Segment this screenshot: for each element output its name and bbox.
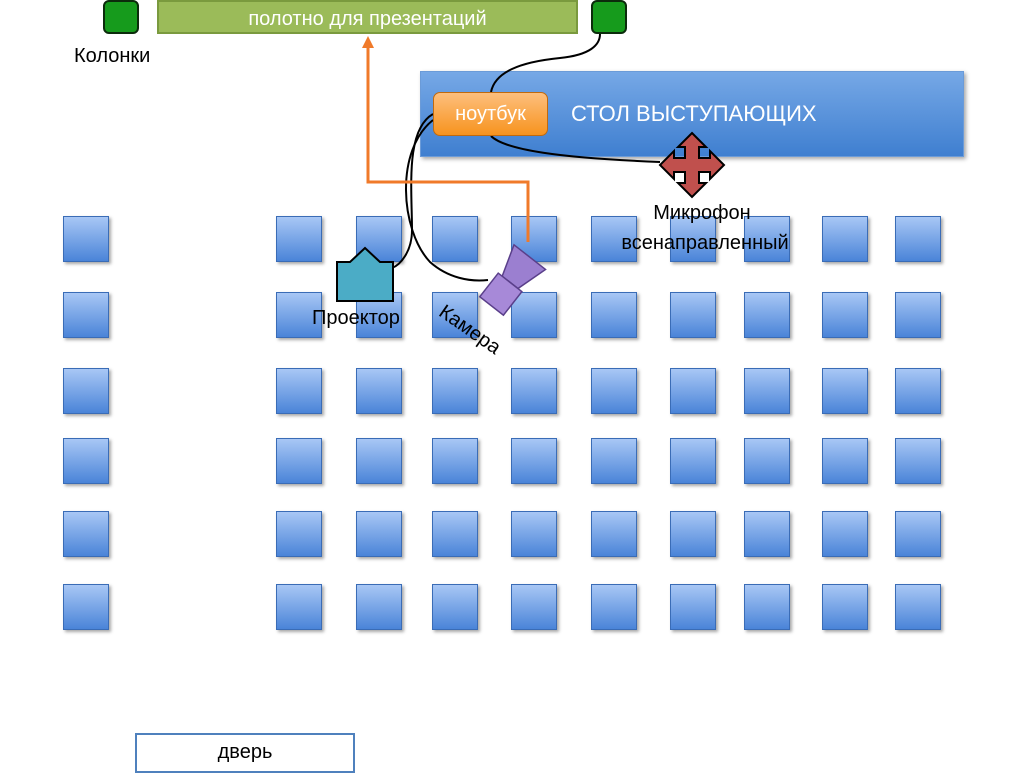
- seat: [356, 368, 402, 414]
- presentation-screen: полотно для презентаций: [157, 0, 578, 34]
- seat: [895, 511, 941, 557]
- seat: [670, 292, 716, 338]
- seat: [63, 584, 109, 630]
- seat: [511, 511, 557, 557]
- seat: [822, 216, 868, 262]
- seat: [822, 292, 868, 338]
- seat: [591, 438, 637, 484]
- seat: [895, 292, 941, 338]
- seat: [432, 368, 478, 414]
- seat: [822, 584, 868, 630]
- seat: [895, 368, 941, 414]
- seat: [591, 584, 637, 630]
- seat: [432, 292, 478, 338]
- seat: [744, 368, 790, 414]
- seat: [63, 438, 109, 484]
- laptop: ноутбук: [433, 92, 548, 136]
- seat: [744, 292, 790, 338]
- seat: [591, 292, 637, 338]
- cable-laptop-microphone: [490, 135, 661, 163]
- projection-line: [366, 40, 530, 242]
- speaker-left-icon: [103, 0, 139, 34]
- seat: [591, 511, 637, 557]
- seat: [432, 584, 478, 630]
- seat: [511, 584, 557, 630]
- camera-icon: [478, 243, 547, 317]
- seat: [356, 511, 402, 557]
- seat: [591, 368, 637, 414]
- seat: [356, 438, 402, 484]
- seat: [895, 216, 941, 262]
- seat: [744, 511, 790, 557]
- cable-laptop-speaker: [490, 33, 601, 93]
- seat: [895, 438, 941, 484]
- cable-laptop-projector: [391, 113, 434, 269]
- seat: [356, 584, 402, 630]
- seat: [276, 511, 322, 557]
- projector-label: Проектор: [312, 307, 400, 329]
- seat: [511, 438, 557, 484]
- seat: [670, 368, 716, 414]
- seat: [822, 368, 868, 414]
- speaker-right-icon: [591, 0, 627, 34]
- seat: [63, 292, 109, 338]
- seat: [63, 368, 109, 414]
- seat: [670, 511, 716, 557]
- seat: [511, 292, 557, 338]
- seat: [276, 368, 322, 414]
- projector-icon: [336, 246, 394, 302]
- seat: [591, 216, 637, 262]
- seat: [511, 368, 557, 414]
- seat: [895, 584, 941, 630]
- seat: [744, 584, 790, 630]
- seat: [432, 511, 478, 557]
- seat: [822, 438, 868, 484]
- seat: [432, 216, 478, 262]
- seat: [276, 438, 322, 484]
- seat: [276, 584, 322, 630]
- seat: [63, 511, 109, 557]
- seat: [822, 511, 868, 557]
- speakers-label: Колонки: [74, 45, 151, 67]
- seat: [670, 438, 716, 484]
- seat: [276, 292, 322, 338]
- speakers-table-label: СТОЛ ВЫСТУПАЮЩИХ: [571, 101, 817, 126]
- seat: [432, 438, 478, 484]
- door: дверь: [135, 733, 355, 773]
- seat: [744, 438, 790, 484]
- microphone-label-line2: всенаправленный: [621, 232, 789, 254]
- seat: [670, 584, 716, 630]
- cable-laptop-camera: [405, 119, 489, 282]
- projection-arrowhead: [362, 36, 374, 48]
- seat: [63, 216, 109, 262]
- microphone-icon: [658, 131, 726, 199]
- seat: [670, 216, 716, 262]
- seat: [744, 216, 790, 262]
- seat: [276, 216, 322, 262]
- microphone-label-line1: Микрофон: [653, 202, 751, 224]
